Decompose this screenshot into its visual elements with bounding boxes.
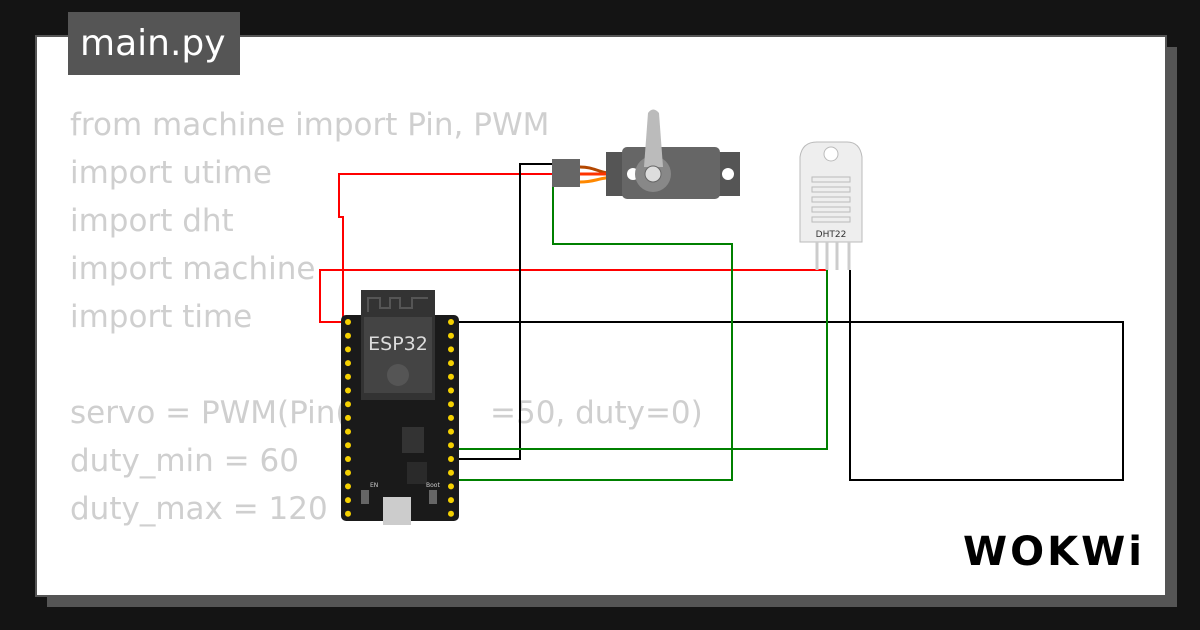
esp32-pin: [448, 373, 454, 380]
esp32-pin: [448, 483, 454, 490]
esp32-pin: [345, 510, 351, 517]
code-fragment: =50, duty=0): [490, 395, 703, 431]
esp32-pin: [345, 319, 351, 325]
en-label: EN: [370, 482, 378, 489]
esp32-pin: [448, 387, 454, 394]
esp32-pin: [345, 373, 351, 380]
code-line: from machine import Pin, PWM: [70, 107, 550, 143]
code-line: import time: [70, 299, 253, 335]
esp32-pin: [448, 319, 454, 325]
code-line: duty_max = 120: [70, 491, 328, 527]
code-line: import machine: [70, 251, 316, 287]
esp32-pin: [345, 401, 351, 408]
esp32-pin: [345, 332, 351, 339]
code-line: servo = PWM(Pin(1 =50, duty=0): [70, 389, 703, 437]
esp32-pin: [345, 469, 351, 476]
esp32-pin: [345, 483, 351, 490]
esp32-pin: [448, 332, 454, 339]
wire-gnd-dht: [451, 270, 1124, 481]
file-tab: main.py: [68, 12, 240, 75]
wire-vcc-dht: [319, 269, 828, 323]
esp32-pin: [448, 442, 454, 449]
esp32-pin: [448, 360, 454, 367]
esp32-pin: [345, 414, 351, 421]
file-name: main.py: [80, 23, 226, 64]
code-line: import utime: [70, 155, 272, 191]
code-fragment: servo = PWM(Pin(1: [70, 395, 368, 431]
esp32-pin: [448, 428, 454, 435]
esp32-pin: [345, 346, 351, 353]
esp32-pin: [345, 442, 351, 449]
code-line: import dht: [70, 203, 234, 239]
servo-motor: [552, 109, 740, 199]
esp32-board: ESP32 EN Boot: [341, 290, 459, 525]
code-line: duty_min = 60: [70, 443, 299, 479]
wire-signal-dht: [451, 270, 828, 450]
esp32-pin: [448, 346, 454, 353]
esp32-pin: [448, 456, 454, 462]
circuit-diagram: ESP32 EN Boot: [319, 109, 1124, 525]
esp32-pin: [345, 360, 351, 367]
esp32-pin: [345, 456, 351, 462]
esp32-pin: [448, 510, 454, 517]
dht22-sensor: DHT22: [799, 141, 863, 270]
esp32-pin: [448, 414, 454, 421]
esp32-pin: [345, 428, 351, 435]
wokwi-logo: WOKWi: [963, 529, 1145, 575]
boot-label: Boot: [426, 482, 440, 489]
esp32-pin: [448, 469, 454, 476]
esp32-pin: [345, 497, 351, 504]
esp32-pin: [448, 401, 454, 408]
preview-card: from machine import Pin, PWM import utime…: [35, 35, 1167, 597]
wire-signal-servo: [451, 184, 733, 481]
code-preview: from machine import Pin, PWM import utime…: [70, 101, 703, 533]
esp32-label: ESP32: [368, 333, 428, 355]
dht22-label: DHT22: [816, 230, 847, 240]
esp32-pin: [345, 387, 351, 394]
esp32-pin: [448, 497, 454, 504]
